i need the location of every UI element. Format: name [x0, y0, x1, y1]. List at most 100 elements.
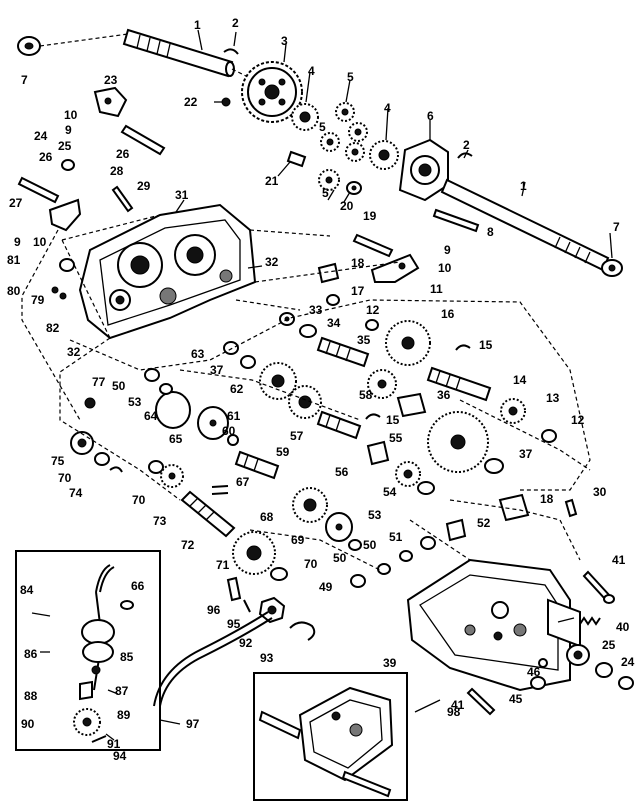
- callout-16: 16: [441, 307, 455, 321]
- seal-24-right: [618, 676, 634, 690]
- gear-13: [500, 398, 526, 424]
- clip-15-top: [455, 344, 471, 351]
- disc-69: [325, 512, 353, 542]
- callout-53: 53: [368, 508, 382, 522]
- callout-1: 1: [520, 179, 527, 193]
- callout-86: 86: [24, 647, 38, 661]
- gear-4-right: [369, 140, 399, 170]
- callout-46: 46: [527, 665, 541, 679]
- callout-36: 36: [437, 388, 451, 402]
- gear-61: [288, 385, 322, 419]
- callout-12: 12: [571, 413, 585, 427]
- rod-26-left: [17, 176, 60, 204]
- callout-41: 41: [612, 553, 626, 567]
- disc-64: [155, 391, 191, 429]
- callout-98: 98: [447, 705, 461, 719]
- shaft-72: [180, 490, 236, 538]
- hub-flange-6: [398, 138, 449, 202]
- washer-70-mid: [148, 460, 164, 474]
- bushing-17: [326, 294, 340, 306]
- callout-57: 57: [290, 429, 304, 443]
- gear-5-lower: [318, 169, 340, 191]
- callout-24: 24: [34, 129, 48, 143]
- case-half-31: [78, 203, 257, 340]
- clip-2-top: [223, 48, 239, 55]
- shaft-35: [316, 336, 370, 368]
- pin-95: [243, 599, 251, 613]
- callout-91: 91: [107, 737, 121, 751]
- washer-70-right: [270, 567, 288, 581]
- callout-33: 33: [309, 303, 323, 317]
- callout-77: 77: [92, 375, 106, 389]
- callout-15: 15: [479, 338, 493, 352]
- callout-22: 22: [184, 95, 198, 109]
- bracket-11: [370, 253, 420, 283]
- callout-25: 25: [58, 139, 72, 153]
- callout-29: 29: [137, 179, 151, 193]
- shaft-59: [234, 450, 280, 480]
- bearing-51: [420, 536, 436, 550]
- callout-70: 70: [304, 557, 318, 571]
- pin-19: [352, 233, 394, 258]
- callout-65: 65: [169, 432, 183, 446]
- callout-45: 45: [509, 692, 523, 706]
- callout-63: 63: [191, 347, 205, 361]
- washer-60: [227, 434, 239, 446]
- bushing-56: [366, 440, 390, 466]
- callout-52: 52: [477, 516, 491, 530]
- callout-9: 9: [65, 123, 72, 137]
- bushing-18-top: [317, 262, 340, 284]
- bearing-50-lower: [377, 550, 413, 575]
- callout-62: 62: [230, 382, 244, 396]
- bushing-50-left: [144, 368, 160, 382]
- gear-cluster-5: [320, 102, 368, 162]
- callout-85: 85: [120, 650, 134, 664]
- gear-62: [259, 362, 297, 400]
- callout-8: 8: [487, 225, 494, 239]
- callout-72: 72: [181, 538, 195, 552]
- callout-70: 70: [132, 493, 146, 507]
- gear-71: [232, 531, 276, 575]
- ball-77: [84, 397, 96, 409]
- bushing-18-lower: [498, 493, 530, 522]
- callout-7: 7: [613, 220, 620, 234]
- callout-30: 30: [593, 485, 607, 499]
- callout-39: 39: [383, 656, 397, 670]
- callout-2: 2: [232, 16, 239, 30]
- callout-88: 88: [24, 689, 38, 703]
- callout-5: 5: [319, 120, 326, 134]
- callout-84: 84: [20, 583, 34, 597]
- bushing-36: [396, 392, 427, 418]
- nut-92: [258, 596, 286, 624]
- callout-10: 10: [438, 261, 452, 275]
- callout-54: 54: [383, 485, 397, 499]
- bearing-49: [350, 574, 366, 588]
- gear-4-left: [291, 103, 319, 131]
- washer-46: [538, 658, 548, 668]
- callout-92: 92: [239, 636, 253, 650]
- gear-54: [395, 461, 421, 487]
- callout-28: 28: [110, 164, 124, 178]
- bushing-63: [223, 341, 239, 355]
- callout-56: 56: [335, 465, 349, 479]
- callout-7: 7: [21, 73, 28, 87]
- callout-10: 10: [64, 108, 78, 122]
- callout-15: 15: [386, 413, 400, 427]
- callout-53: 53: [128, 395, 142, 409]
- bolt-96: [226, 576, 242, 602]
- gear-73: [160, 464, 184, 488]
- bushing-52: [445, 518, 467, 542]
- washer-37-left: [240, 355, 256, 369]
- callout-60: 60: [222, 424, 236, 438]
- callout-67: 67: [236, 475, 250, 489]
- callout-59: 59: [276, 445, 290, 459]
- callout-94: 94: [113, 749, 127, 763]
- callout-40: 40: [616, 620, 630, 634]
- rod-26-upper: [120, 124, 166, 156]
- washer-45: [530, 676, 546, 690]
- callout-12: 12: [366, 303, 380, 317]
- bolt-41-top: [582, 570, 615, 604]
- callout-89: 89: [117, 708, 131, 722]
- pin-22: [221, 97, 231, 107]
